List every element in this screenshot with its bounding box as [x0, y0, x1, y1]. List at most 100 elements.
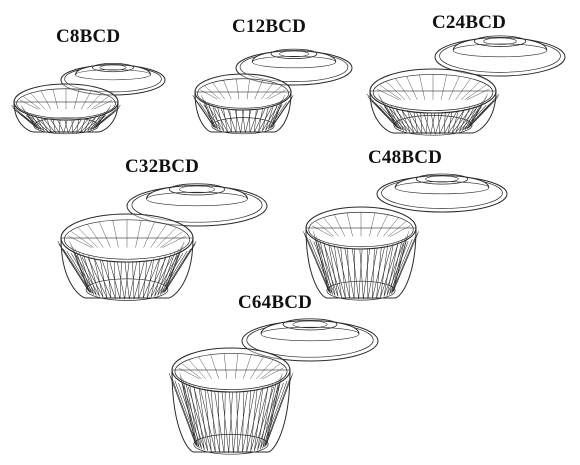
bowl-rib	[101, 260, 116, 299]
bowl-rib	[203, 104, 221, 131]
bowl-rib	[124, 261, 138, 300]
bowl-rib	[383, 243, 404, 297]
bowl-rib	[174, 380, 200, 449]
bowl-inner-rib	[464, 84, 487, 100]
bowl-rib	[306, 236, 331, 294]
bowl-rib	[423, 112, 436, 136]
bowl-inner-rib	[265, 85, 282, 100]
bowl-rib	[132, 261, 145, 300]
bowl-inner-rib	[440, 74, 447, 100]
bowl-rim-inner	[372, 74, 494, 111]
bowl-ribs	[366, 94, 500, 136]
bowl-base	[393, 115, 473, 136]
bowl-base	[326, 280, 396, 301]
bowl-rib	[182, 384, 205, 451]
lid-dome-base	[260, 326, 360, 342]
bowl-rib	[265, 104, 283, 131]
bowl-ribs	[192, 95, 294, 133]
bowl-rib	[195, 100, 216, 129]
bowl-rib	[337, 247, 350, 299]
bowl-rib	[236, 391, 248, 453]
bowl-rib	[246, 389, 262, 453]
bowl-base	[193, 434, 269, 455]
bowl-rib	[447, 110, 464, 134]
bowl-inner-rib	[236, 78, 240, 100]
bowl-with-lid-c48bcd	[303, 173, 508, 301]
bowl-inner-rib	[87, 93, 102, 110]
bowl-rib	[371, 100, 400, 130]
bowl-rib	[37, 118, 52, 133]
bowl-inner-rib	[135, 220, 142, 248]
bowl-rib	[193, 97, 215, 128]
lid-dome-base	[75, 69, 151, 81]
lid-dome-base	[251, 55, 337, 69]
bowl-inner-rib	[52, 88, 59, 110]
bowl-inner-rib	[262, 367, 284, 379]
bowl-rib	[375, 103, 402, 131]
bowl-inner-rib	[181, 363, 202, 379]
bowl-rib	[162, 248, 191, 294]
bowl-rib	[234, 110, 244, 133]
bowl-inner-rib	[376, 214, 388, 237]
bowl-inner-rib	[23, 96, 41, 110]
bowl-rim-inner	[174, 353, 288, 390]
lid-top	[92, 62, 134, 73]
bowl-rib	[268, 102, 287, 130]
bowl-rib	[384, 106, 408, 132]
bowl-rib	[376, 246, 392, 299]
bowl-inner-rib	[67, 235, 92, 248]
bowl-with-lid-c64bcd	[168, 318, 379, 455]
bowl-inner-rib	[188, 359, 206, 379]
bowl-base	[33, 117, 99, 135]
product-label-c48bcd: C48BCD	[368, 147, 443, 168]
bowl-rib	[409, 111, 423, 134]
bowl-rib	[369, 98, 398, 129]
bowl-inner-rib	[223, 79, 232, 100]
lid-top-inner	[279, 50, 309, 58]
lid-top	[168, 183, 226, 196]
bowl-inner-rib	[223, 353, 228, 379]
bowl-inner-rib	[466, 88, 490, 100]
bowl-rib	[88, 258, 108, 298]
bowl-rib	[258, 107, 272, 132]
bowl-rib	[366, 248, 378, 299]
bowl-rib	[188, 386, 208, 451]
bowl-rib	[330, 246, 346, 299]
bowl-rib	[437, 112, 450, 135]
bowl-ribs	[168, 373, 294, 454]
bowl-rib	[262, 380, 288, 449]
bowl-rib	[214, 391, 226, 453]
bowl-rib	[80, 118, 95, 133]
bowl-rib	[60, 246, 91, 293]
bowl-inner-rib	[455, 78, 471, 100]
bowl-rib	[154, 255, 178, 297]
bowl-rib	[214, 107, 228, 132]
bowl-inner-rib	[315, 221, 335, 237]
bowl-rib	[261, 106, 278, 132]
bowl-inner-rib	[212, 82, 225, 100]
bowl-inner-rib	[323, 217, 339, 237]
bowl-inner-rib	[234, 353, 239, 379]
lid-top	[415, 173, 469, 185]
bowl-rim-inner	[63, 219, 191, 260]
bowl-inner-rib	[243, 354, 252, 379]
bowl-inner-rib	[19, 99, 39, 110]
bowl-inner-rib	[254, 79, 263, 100]
bowl-rib	[395, 109, 415, 133]
bowl-rib	[260, 382, 284, 450]
bowl-rib	[257, 384, 280, 451]
bowl-rib	[389, 108, 411, 133]
bowl-inner-rib	[156, 227, 177, 248]
bowl-inner-rib	[200, 89, 218, 100]
bowl-rib	[17, 111, 40, 130]
bowl-inner-rib	[112, 220, 119, 248]
bowl-rim	[194, 73, 292, 111]
bowl-with-lid-c8bcd	[11, 62, 166, 135]
bowl-base	[211, 117, 275, 135]
bowl-rib	[451, 109, 471, 133]
bowl-rib	[171, 378, 198, 448]
bowl-rib	[116, 261, 130, 300]
product-label-c32bcd: C32BCD	[125, 156, 200, 177]
lid-top-inner	[99, 64, 127, 71]
bowl-inner-rib	[376, 88, 400, 100]
